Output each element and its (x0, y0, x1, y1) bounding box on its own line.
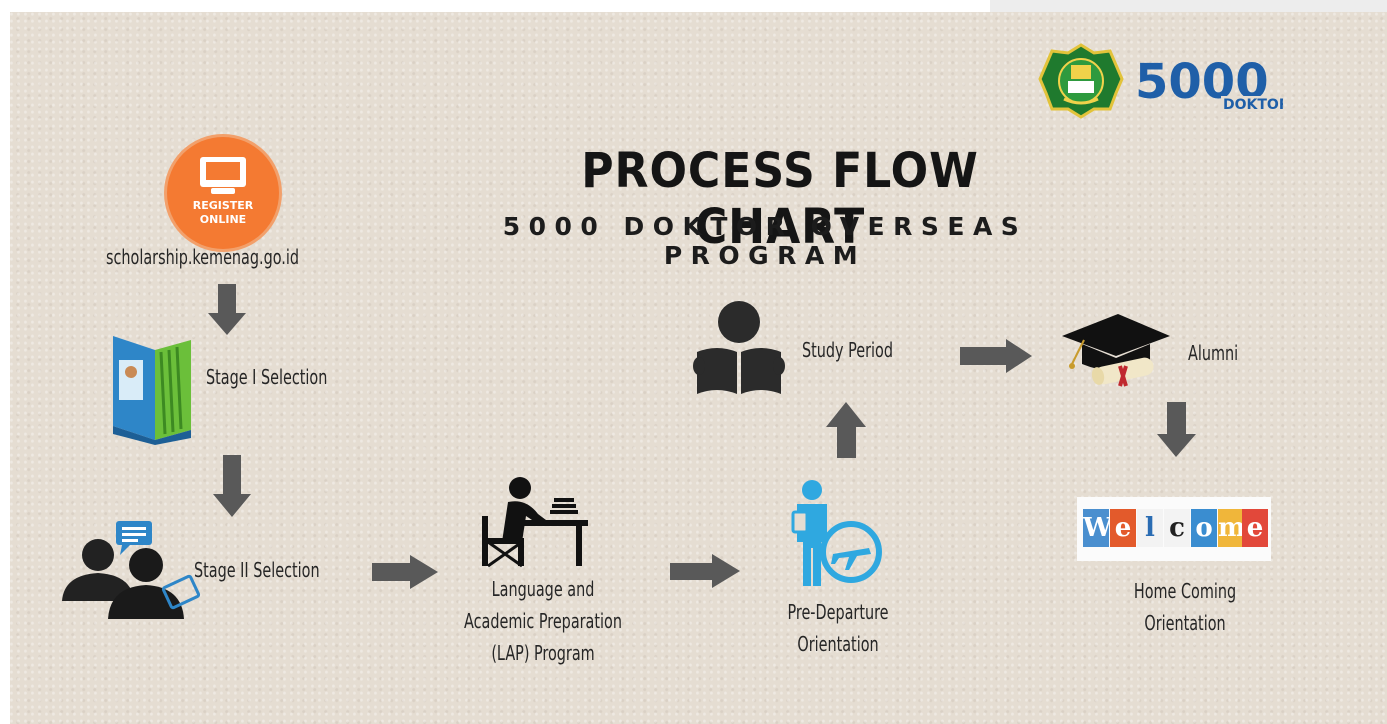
website-link[interactable]: scholarship.kemenag.go.id (106, 245, 299, 269)
welcome-letter-5: o (1191, 509, 1217, 547)
study-period-label: Study Period (802, 338, 893, 362)
welcome-letter-2: e (1110, 509, 1136, 547)
arrow-right-2 (670, 554, 740, 588)
graduation-cap-icon (1062, 314, 1170, 387)
page-subtitle: 5000 DOKTOR OVERSEAS PROGRAM (502, 212, 1028, 270)
predeparture-label-line1: Pre-Departure (787, 600, 889, 624)
welcome-letter-3: l (1137, 509, 1163, 547)
register-online-badge[interactable]: REGISTER ONLINE (167, 137, 279, 249)
homecoming-label-line1: Home Coming (1133, 579, 1237, 603)
stage1-label: Stage I Selection (206, 365, 328, 389)
arrow-right-3 (960, 339, 1032, 373)
arrow-down-1 (208, 284, 246, 335)
reader-icon (693, 301, 785, 394)
register-label: REGISTER (192, 199, 254, 212)
monitor-icon (200, 157, 246, 187)
arrow-down-2 (213, 455, 251, 517)
welcome-letter-4: c (1164, 509, 1190, 547)
traveler-plane-icon (791, 480, 882, 586)
stage2-label: Stage II Selection (194, 558, 320, 582)
lap-label-line2: Academic Preparation (464, 609, 622, 633)
interview-icon (62, 521, 201, 619)
studying-person-icon (482, 477, 588, 568)
arrow-down-3 (1157, 402, 1196, 457)
logo-text: DOKTOR (1223, 97, 1283, 113)
top-strip (990, 0, 1387, 12)
arrow-up-1 (826, 402, 866, 458)
homecoming-label-line2: Orientation (1144, 611, 1226, 635)
page-title: PROCESS FLOW CHART (581, 143, 979, 255)
folder-icon (113, 336, 191, 445)
online-label: ONLINE (199, 213, 247, 226)
welcome-sign-image: W e l c o m e (1077, 497, 1271, 561)
arrow-right-1 (372, 555, 438, 589)
lap-label-line1: Language and (491, 577, 595, 601)
welcome-letter-7: e (1242, 509, 1268, 547)
alumni-label: Alumni (1188, 341, 1239, 365)
ministry-seal-logo (1038, 43, 1124, 123)
welcome-letter-1: W (1083, 509, 1112, 547)
predeparture-label-line2: Orientation (797, 632, 879, 656)
lap-label-line3: (LAP) Program (491, 641, 595, 665)
5000-doktor-logo: 5000 DOKTOR (1133, 52, 1290, 118)
welcome-letter-6: m (1218, 509, 1246, 547)
